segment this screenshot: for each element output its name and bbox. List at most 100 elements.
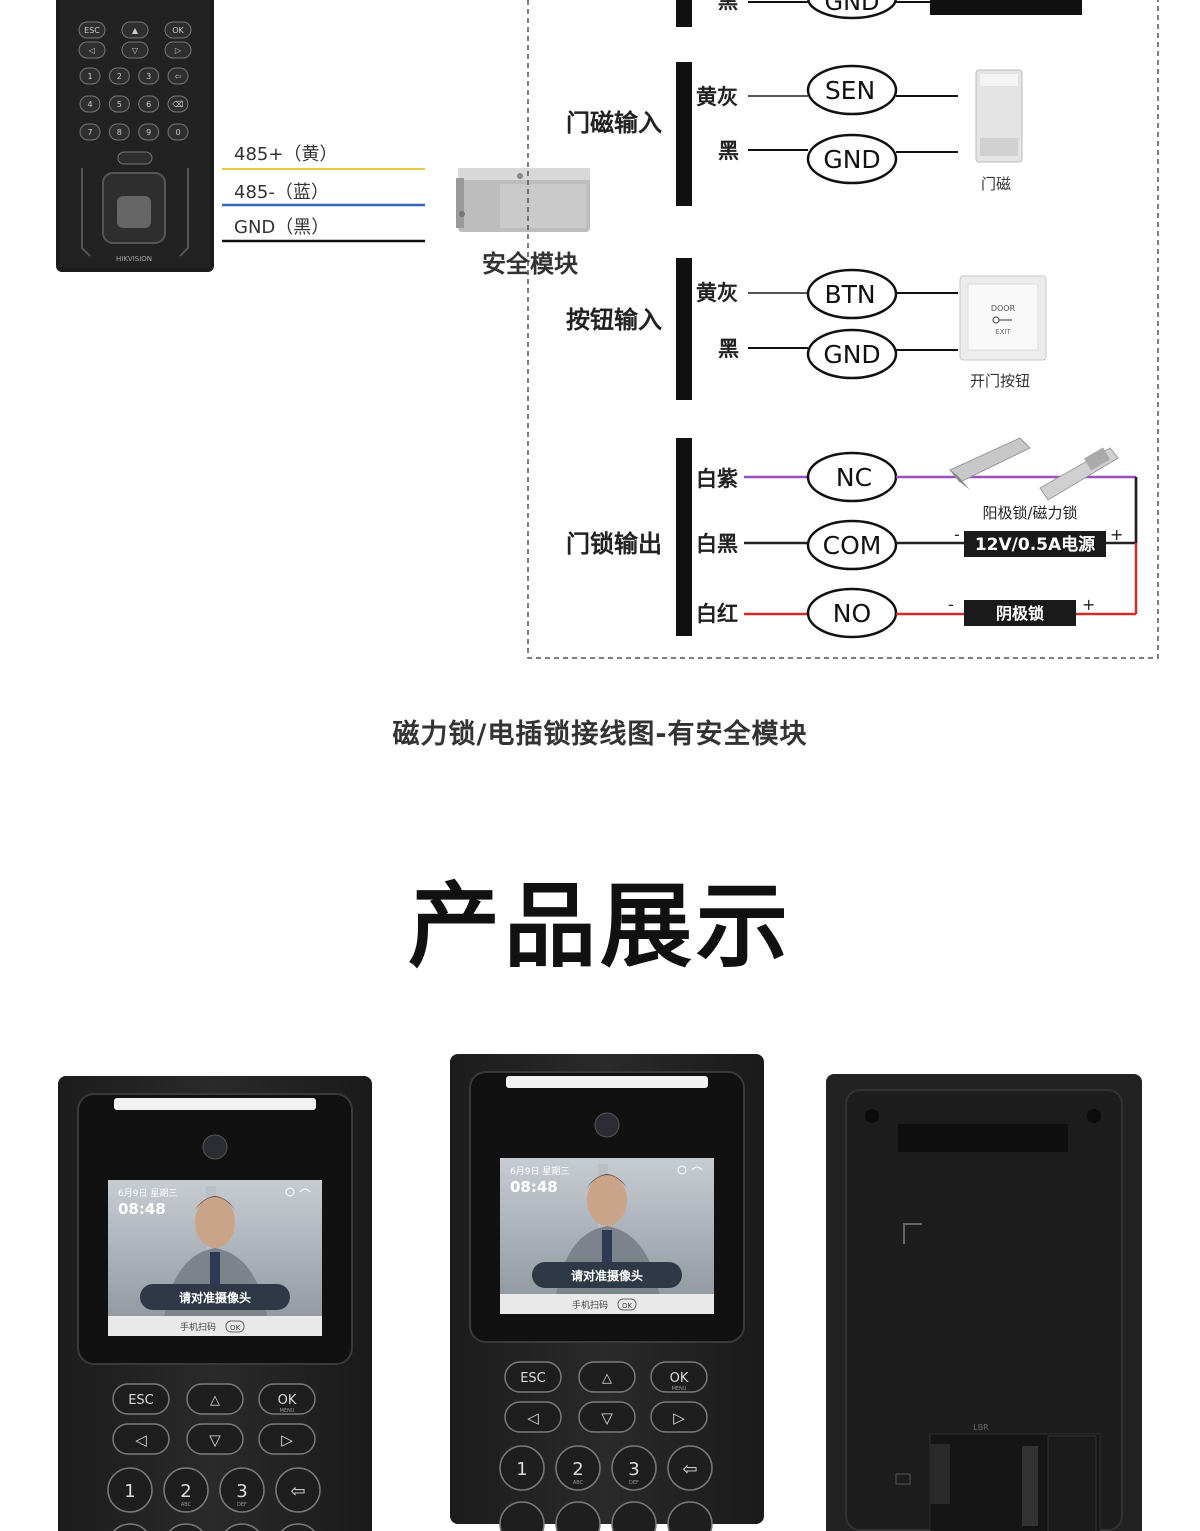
screen-time: 08:48 [118,1200,166,1218]
camera-icon [594,1112,620,1138]
lock-wire-com-label: 白黑 [696,532,738,556]
top-key-label: 1 [87,72,92,81]
top-partial-terminal: GND [824,0,879,16]
fill-light [114,1098,316,1110]
keypad-key-label: ▷ [673,1409,685,1427]
keypad-key-label: 3 [628,1459,639,1480]
power-minus-sign: - [954,525,960,544]
exit-button-device-label: 开门按钮 [970,372,1030,390]
keypad-key-label: ◁ [527,1409,539,1427]
top-key [121,21,149,39]
keypad-key [168,1523,204,1531]
cathode-plus-sign: + [1082,595,1095,614]
security-module: 安全模块 [456,168,590,278]
keypad-key [611,1501,657,1531]
wifi-icon [691,1166,703,1171]
top-key-label: 9 [146,128,151,137]
door-sensor-device-label: 门磁 [981,175,1011,193]
screen-date: 6月9日 星期三 [510,1166,569,1177]
camera-icon [202,1134,228,1160]
prompt-pill [140,1284,290,1310]
keypad-key-sublabel: DEF [237,1502,247,1508]
keypad-key [499,1501,545,1531]
keypad-key [555,1501,601,1531]
top-key-label: 6 [146,100,151,109]
top-key-label: 5 [117,100,122,109]
top-key [138,123,160,141]
rs485-gnd-label: GND（黑） [234,217,329,238]
keypad-key [112,1383,170,1415]
rs485-minus-label: 485-（蓝） [234,182,329,203]
top-key [78,41,106,59]
button-terminal-btn: BTN [824,280,875,309]
screen-subtext: 手机扫码 [572,1299,608,1311]
keypad-key-sublabel: DEF [629,1480,639,1486]
security-module-label: 安全模块 [482,250,578,278]
keypad-key [224,1523,260,1531]
top-key-label: 7 [87,128,92,137]
keypad-key [499,1445,545,1491]
top-partial-wire-label: 黑 [718,0,738,13]
button-wire2-label: 黑 [718,337,739,361]
keypad-key-label: ▷ [281,1431,293,1449]
rs485-wires: 485+（黄） 485-（蓝） GND（黑） [222,144,425,243]
power-supply-label: 12V/0.5A电源 [975,534,1095,555]
top-key-label: 8 [117,128,122,137]
top-key-label: ⌫ [172,100,183,109]
top-key-label: ◁ [88,46,95,55]
top-key-label: ▷ [175,46,182,55]
keypad-key [219,1467,265,1513]
keypad-key [107,1467,153,1513]
lock-terminal-no: NO [833,599,871,628]
keypad-key-sublabel: ABC [573,1480,584,1486]
top-key [79,95,101,113]
keypad-key [504,1361,562,1393]
keypad-key-label: 1 [124,1481,135,1502]
keypad-key [667,1501,713,1531]
top-key-label: ESC [84,26,100,35]
keypad-key [504,1401,562,1433]
keypad-key-label: 2 [572,1459,583,1480]
top-key [167,95,189,113]
magnetic-lock-device [949,437,1119,501]
lock-group-label: 门锁输出 [566,530,662,558]
keypad-key-label: OK [278,1393,297,1408]
keypad-key [258,1423,316,1455]
keypad-key-label: △ [210,1393,220,1408]
keypad-key [611,1445,657,1491]
keypad-key [280,1523,316,1531]
keypad-key-label: 1 [516,1459,527,1480]
top-key [164,21,192,39]
keypad-key-label: ⇦ [682,1459,697,1480]
power-plus-sign: + [1110,525,1123,544]
door-sensor-wire1-label: 黄灰 [696,85,738,109]
diagram-caption: 磁力锁/电插锁接线图-有安全模块 [392,719,808,750]
keypad-key-label: ESC [520,1371,546,1386]
top-key [108,67,130,85]
top-key-label: ⇦ [175,72,182,81]
lock-terminal-com: COM [823,531,882,560]
door-sensor-group: 门磁输入 黄灰 SEN 黑 GND 门磁 [566,62,1023,206]
keypad-key [667,1445,713,1491]
keypad-key [555,1445,601,1491]
exit-button-text-door: DOOR [991,304,1016,313]
door-sensor-wire2-label: 黑 [718,139,739,163]
screen-prompt: 请对准摄像头 [571,1268,643,1283]
button-group: 按钮输入 黄灰 BTN 黑 GND DOOR EXIT 开门按钮 [566,258,1047,400]
keypad-key-sublabel: MENU [280,1408,295,1414]
lock-terminal-nc: NC [836,463,872,492]
keypad-key-label: ESC [128,1393,154,1408]
keypad-key [578,1401,636,1433]
keypad-key [186,1423,244,1455]
top-key [78,21,106,39]
keypad-key [112,1423,170,1455]
cathode-lock-label: 阴极锁 [996,604,1044,623]
top-key [164,41,192,59]
keypad-key [650,1361,708,1393]
top-key [108,123,130,141]
keypad-key [186,1383,244,1415]
keypad-key-label: ▽ [209,1431,221,1449]
